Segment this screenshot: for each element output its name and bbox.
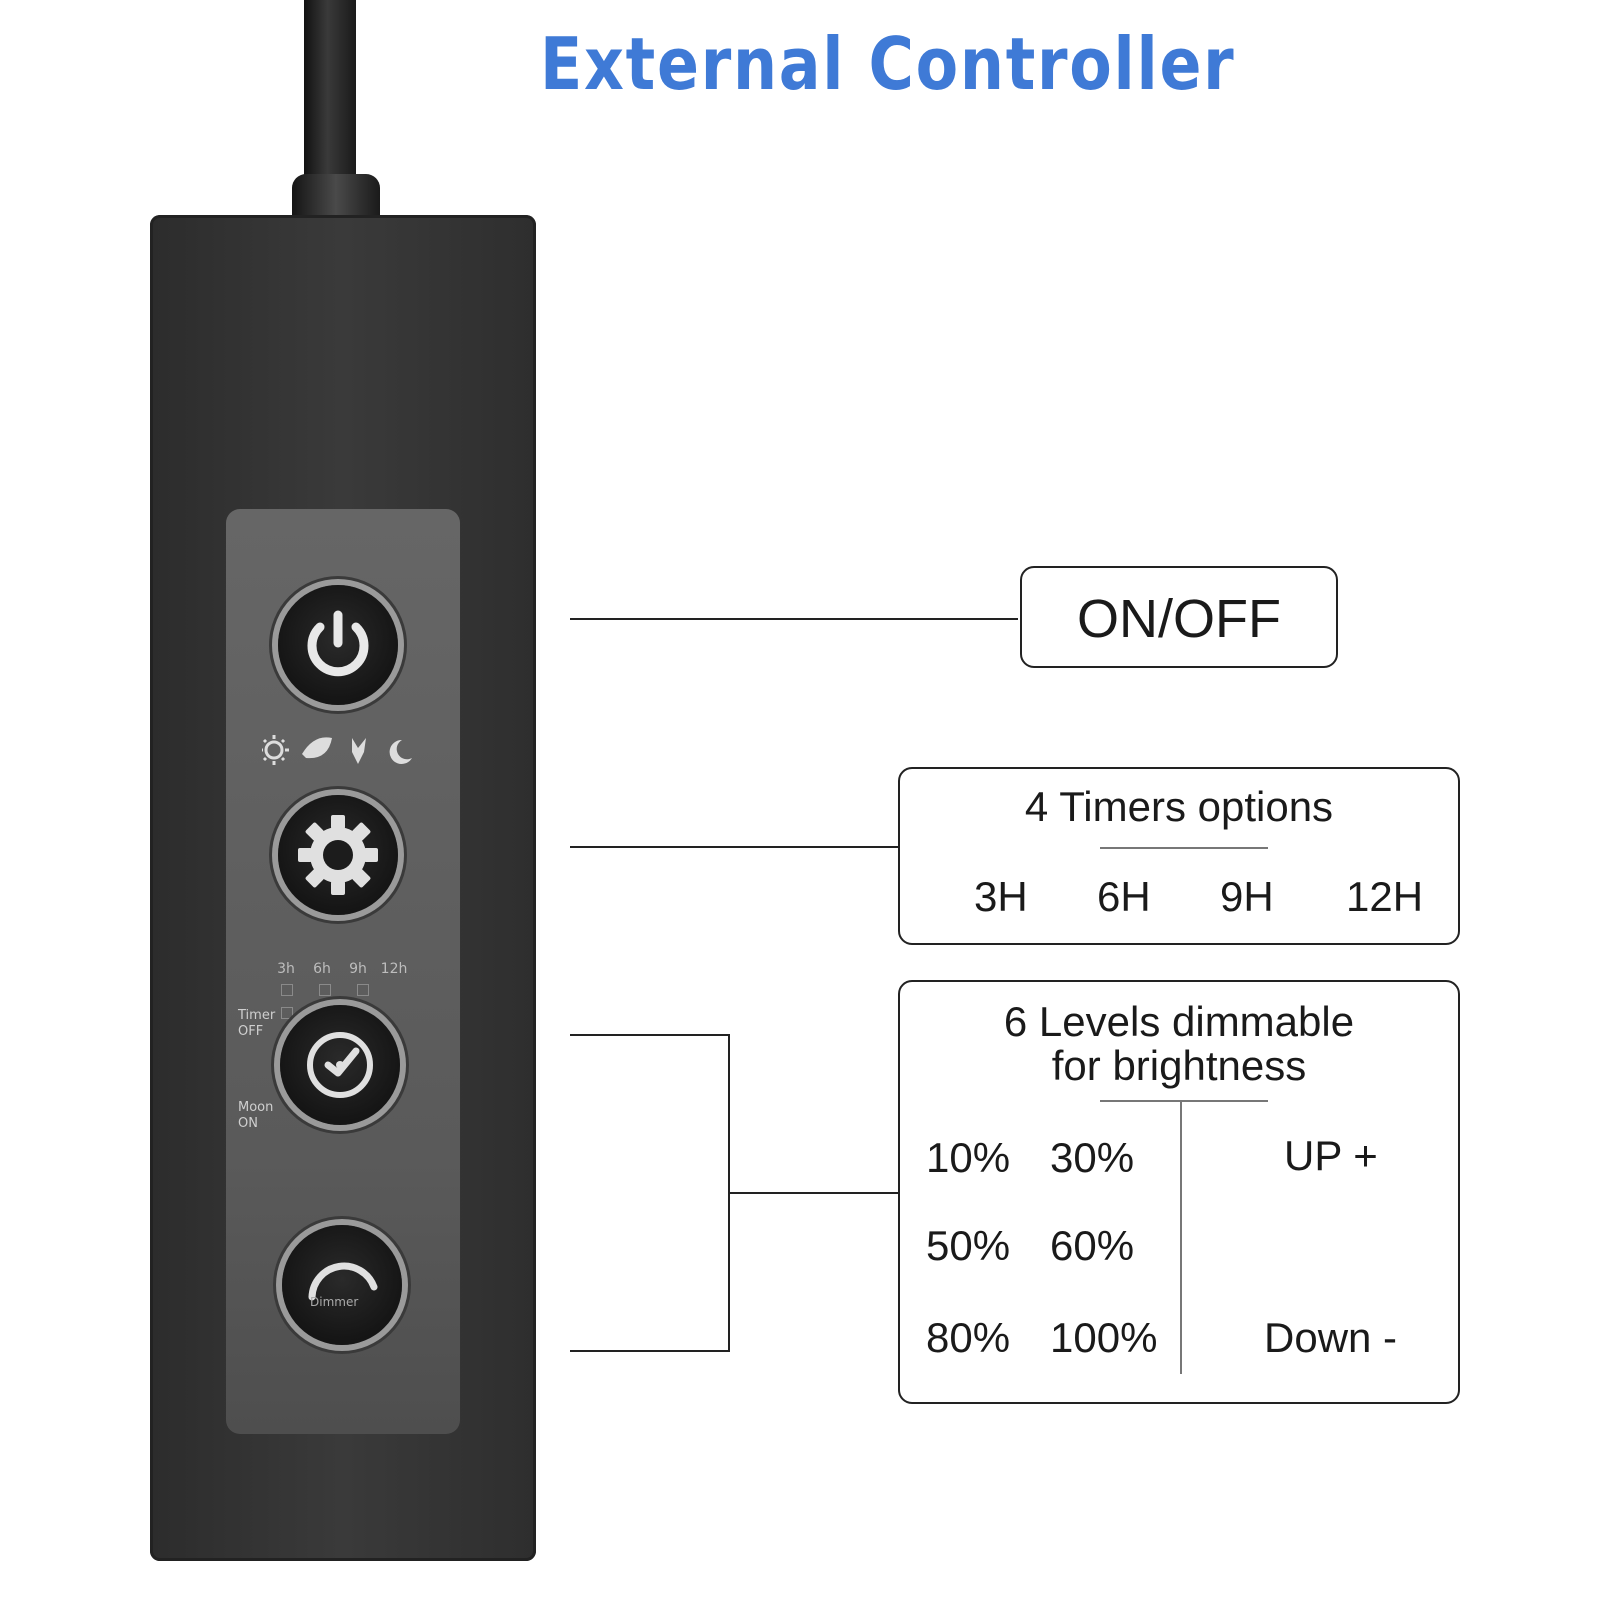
moon-on-label: Moon ON <box>238 1100 274 1131</box>
clock-icon <box>307 1032 373 1098</box>
onoff-callout: ON/OFF <box>1020 566 1338 668</box>
dimmer-label: Dimmer <box>310 1295 359 1309</box>
timer-option: 6H <box>1097 873 1151 920</box>
timer-off-label: Timer OFF <box>238 1008 276 1039</box>
leaf-icon <box>302 737 332 759</box>
mode-button[interactable] <box>278 795 398 915</box>
brightness-level: 50% <box>926 1222 1011 1269</box>
timer-leds: 3h 6h 9h 12h <box>268 960 418 1019</box>
timers-callout: 4 Timers options 3H 6H 9H 12H <box>898 767 1460 945</box>
timer-led <box>281 1007 293 1019</box>
brightness-level: 10% <box>926 1134 1011 1181</box>
cable-collar <box>292 174 380 222</box>
mode-icons-row <box>259 730 422 770</box>
connector-dimmer-top <box>570 1034 730 1036</box>
power-cable <box>304 0 356 200</box>
brightness-level: 30% <box>1050 1134 1135 1181</box>
timers-divider <box>1100 847 1268 849</box>
timer-button[interactable] <box>280 1005 400 1125</box>
timer-led <box>281 984 293 996</box>
connector-timers <box>570 846 898 848</box>
timer-led <box>319 984 331 996</box>
connector-dimmer-bottom <box>570 1350 730 1352</box>
timer-led-label: 6h <box>313 961 331 977</box>
brightness-level: 60% <box>1050 1222 1135 1269</box>
up-label: UP + <box>1284 1132 1378 1179</box>
down-label: Down - <box>1264 1314 1398 1361</box>
dimmable-heading-line1: 6 Levels dimmable <box>1003 998 1355 1045</box>
moon-icon <box>389 739 412 764</box>
sun-icon <box>259 735 289 765</box>
power-button[interactable] <box>278 585 398 705</box>
timer-option: 9H <box>1220 873 1274 920</box>
timer-led-label: 3h <box>277 961 295 977</box>
page-title: External Controller <box>540 22 1236 106</box>
timer-option: 12H <box>1346 873 1424 920</box>
dimmable-heading-line2: for brightness <box>1051 1042 1307 1089</box>
timer-option: 3H <box>974 873 1028 920</box>
dimmable-divider <box>1100 1100 1268 1102</box>
timers-heading: 4 Timers options <box>1024 783 1334 830</box>
dimmable-callout: 6 Levels dimmable for brightness 10% 30%… <box>898 980 1460 1404</box>
connector-dimmer-main <box>728 1192 898 1194</box>
gear-icon <box>298 815 378 895</box>
timer-led <box>357 984 369 996</box>
brightness-level: 80% <box>926 1314 1011 1361</box>
timer-led-label: 9h <box>349 961 367 977</box>
power-icon <box>307 610 369 677</box>
dimmer-icon <box>308 1262 378 1301</box>
onoff-label: ON/OFF <box>1077 589 1281 649</box>
dimmable-column-divider <box>1180 1102 1182 1374</box>
plant-icon <box>352 738 366 764</box>
timer-led-label: 12h <box>380 961 408 977</box>
brightness-level: 100% <box>1050 1314 1158 1361</box>
dimmer-button[interactable]: Dimmer <box>282 1225 402 1345</box>
connector-onoff <box>570 618 1018 620</box>
